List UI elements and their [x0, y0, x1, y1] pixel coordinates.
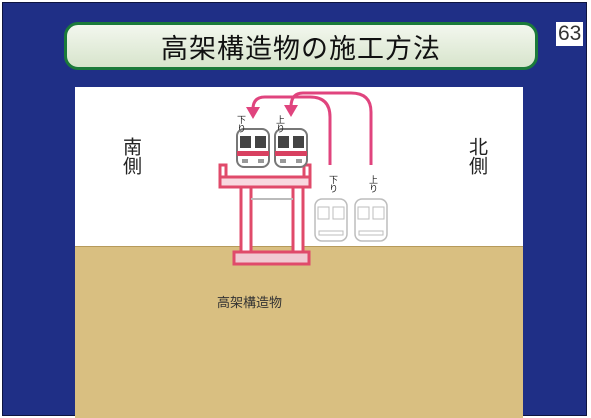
tag-old-down: 下り: [327, 175, 337, 193]
ground: [75, 246, 523, 418]
train-old-down: [314, 198, 348, 242]
arrow-up-head: [284, 105, 298, 117]
arrow-down-head: [246, 107, 260, 119]
tag-old-up: 上り: [367, 175, 377, 193]
train-new-up: [274, 128, 308, 168]
structure-deck: [218, 175, 312, 189]
structure-right-wall: [302, 163, 312, 179]
tag-new-up: 上り: [274, 115, 284, 133]
structure-label: 高架構造物: [217, 296, 283, 311]
south-side-label: 南側: [120, 137, 142, 175]
train-old-up: [354, 198, 388, 242]
title-box: 高架構造物の施工方法: [64, 22, 538, 70]
page-number: 63: [556, 22, 584, 46]
shift-arrows: [251, 91, 373, 165]
arrow-up-line: [289, 91, 373, 165]
diagram-drawing: [218, 91, 388, 266]
structure-column-left: [239, 185, 253, 259]
slide-title: 高架構造物の施工方法: [161, 33, 441, 65]
structure-left-wall: [218, 163, 228, 179]
tag-new-down: 下り: [235, 115, 245, 133]
structure-footing: [232, 250, 311, 266]
arrow-down-line: [251, 95, 332, 165]
north-side-label: 北側: [466, 137, 488, 175]
diagram-panel: 南側 北側 下り 上り 下り 上り 高架構造物: [75, 87, 523, 418]
structure-column-right: [291, 185, 305, 259]
elevated-structure: [218, 163, 312, 266]
train-new-down: [236, 128, 270, 168]
